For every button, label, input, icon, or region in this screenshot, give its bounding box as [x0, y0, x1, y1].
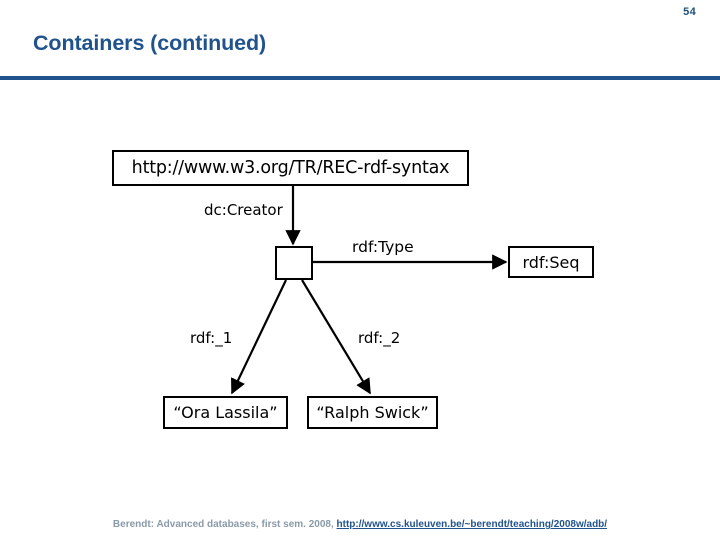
- diagram-edges: [231, 186, 508, 395]
- node-resource-uri: http://www.w3.org/TR/REC-rdf-syntax: [112, 150, 469, 186]
- edge-label-rdf-1: rdf:_1: [190, 329, 233, 347]
- rdf-graph-diagram: http://www.w3.org/TR/REC-rdf-syntax rdf:…: [0, 86, 720, 466]
- edge-label-dc-creator: dc:Creator: [204, 201, 283, 219]
- node-literal-ora-lassila: “Ora Lassila”: [163, 396, 288, 429]
- edge-rdf-2: [301, 279, 371, 395]
- page-number: 54: [683, 6, 696, 18]
- edge-label-rdf-2: rdf:_2: [358, 329, 401, 347]
- page-title: Containers (continued): [33, 31, 267, 55]
- slide-footer: Berendt: Advanced databases, first sem. …: [0, 519, 720, 530]
- node-rdf-seq: rdf:Seq: [508, 246, 594, 278]
- footer-citation: Berendt: Advanced databases, first sem. …: [112, 519, 337, 530]
- edge-rdf-1: [231, 279, 287, 395]
- title-divider: [0, 76, 720, 80]
- footer-course-link[interactable]: http://www.cs.kuleuven.be/~berendt/teach…: [336, 519, 608, 530]
- node-blank: [275, 246, 313, 280]
- node-literal-ralph-swick: “Ralph Swick”: [307, 396, 438, 429]
- edge-label-rdf-type: rdf:Type: [352, 238, 414, 256]
